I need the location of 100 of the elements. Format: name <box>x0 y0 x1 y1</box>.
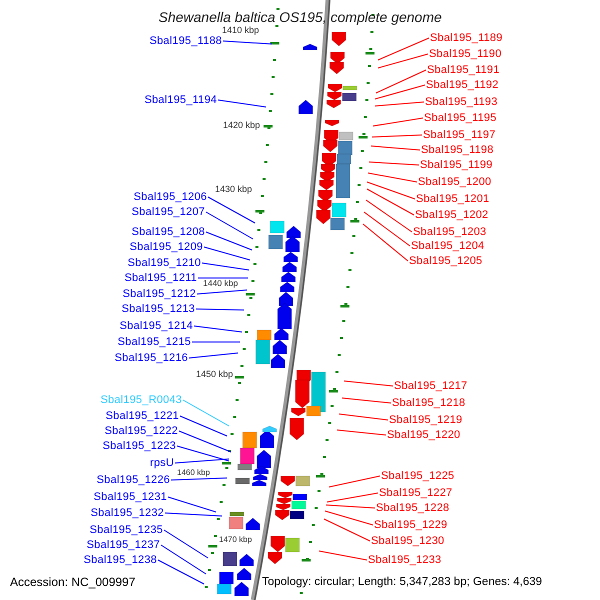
gene-label: Sbal195_1201 <box>416 192 490 206</box>
gene-label: Sbal195_1235 <box>90 523 163 537</box>
gene-label: Sbal195_1221 <box>106 409 179 423</box>
gene-label: Sbal195_1220 <box>387 428 460 442</box>
leader-line <box>368 162 420 166</box>
gene-label: Sbal195_1200 <box>418 175 492 189</box>
gene-label: Sbal195_1190 <box>429 47 502 61</box>
gene-label: Sbal195_1205 <box>409 254 482 268</box>
gene-label: Sbal195_1222 <box>104 424 178 438</box>
leader-line <box>194 326 242 332</box>
gene-label: Sbal195_1230 <box>371 534 444 548</box>
leader-line <box>174 458 230 464</box>
leader-line <box>324 518 370 542</box>
gene-label: Sbal195_1231 <box>94 490 167 504</box>
position-label: 1410 kbp <box>222 25 260 35</box>
leader-line <box>370 146 420 150</box>
gene-label: Sbal195_1227 <box>379 486 452 500</box>
leader-line <box>164 530 208 558</box>
gene-label: Sbal195_1198 <box>421 143 494 157</box>
leader-line <box>342 398 392 404</box>
gene-label: Sbal195_1209 <box>130 240 203 254</box>
leader-line <box>328 476 380 488</box>
position-label: 1430 kbp <box>215 184 252 194</box>
gene-label: Sbal195_1226 <box>96 473 170 487</box>
leader-line <box>206 212 254 240</box>
leader-line <box>368 172 418 182</box>
gene-label: Sbal195_1188 <box>149 34 222 48</box>
gene-label: Sbal195_1194 <box>144 93 217 107</box>
gene-label: Sbal195_1229 <box>374 518 448 532</box>
gene-label: Sbal195_1233 <box>368 553 442 567</box>
gene-label: Sbal195_1211 <box>124 271 197 285</box>
leader-line <box>204 246 250 260</box>
gene-label: Sbal195_R0043 <box>100 393 182 407</box>
leader-line <box>218 100 266 108</box>
position-label: 1440 kbp <box>203 278 238 288</box>
gene-label: Sbal195_1197 <box>423 128 496 142</box>
gene-label: Sbal195_1213 <box>122 302 195 316</box>
leader-line <box>336 430 386 436</box>
gene-label: Sbal195_1225 <box>381 469 454 483</box>
gene-label: Sbal195_1202 <box>415 208 488 222</box>
leader-line <box>326 504 376 508</box>
leader-line <box>206 232 252 250</box>
gene-label: Sbal195_1218 <box>392 396 466 410</box>
gene-label: rpsU <box>150 456 174 470</box>
gene-label: Sbal195_1228 <box>376 501 450 515</box>
gene-label: Sbal195_1212 <box>122 287 196 301</box>
leader-line <box>170 478 228 480</box>
gene-label: Sbal195_1210 <box>128 256 201 270</box>
gene-label: Sbal195_1232 <box>90 506 164 520</box>
genome-info: Topology: circular; Length: 5,347,283 bp; Genes: 4,639 <box>262 575 542 589</box>
position-label: 1450 kbp <box>196 369 234 379</box>
leader-line <box>318 550 368 560</box>
leader-line <box>164 512 222 516</box>
leader-line <box>176 446 230 462</box>
title: Shewanella baltica OS195, complete genome <box>158 10 442 24</box>
leader-line <box>372 118 424 126</box>
gene-label: Sbal195_1193 <box>425 95 498 109</box>
leader-line <box>372 134 422 138</box>
leader-line <box>196 308 244 310</box>
gene-label: Sbal195_1191 <box>427 63 500 77</box>
leader-line <box>202 262 250 270</box>
gene-label: Sbal195_1189 <box>430 31 503 45</box>
leader-line <box>366 200 412 232</box>
gene-label: Sbal195_1215 <box>118 335 191 349</box>
gene-label: Sbal195_1208 <box>132 225 205 239</box>
leader-line <box>344 380 394 386</box>
gene-label: Sbal195_1217 <box>394 379 468 393</box>
leader-line <box>366 188 414 216</box>
leader-line <box>366 182 416 200</box>
leader-line <box>326 492 378 502</box>
leader-line <box>222 40 272 44</box>
leader-line <box>188 352 238 358</box>
leader-line <box>374 102 424 106</box>
gene-label: Sbal195_1214 <box>120 319 193 333</box>
leader-line <box>362 224 408 262</box>
gene-label: Sbal195_1216 <box>114 351 188 365</box>
leader-line <box>158 560 204 584</box>
leader-line <box>378 54 428 68</box>
gene-label: Sbal195_1204 <box>411 239 484 253</box>
gene-label: Sbal195_1207 <box>132 205 205 219</box>
gene-label: Sbal195_1192 <box>426 78 499 92</box>
leader-line <box>178 430 232 452</box>
leader-line <box>338 414 388 420</box>
gene-label: Sbal195_1206 <box>134 190 207 204</box>
leader-line <box>374 84 426 100</box>
gene-label: Sbal195_1237 <box>86 538 160 552</box>
gene-label: Sbal195_1219 <box>389 413 462 427</box>
leader-line <box>160 544 206 574</box>
leader-line <box>196 290 248 294</box>
gene-label: Sbal195_1199 <box>420 158 493 172</box>
leader-line <box>364 212 410 246</box>
gene-label: Sbal195_1195 <box>424 111 497 125</box>
leader-line <box>168 496 216 512</box>
leader-line <box>180 416 228 436</box>
leader-line <box>324 510 374 526</box>
leader-line <box>182 400 230 426</box>
position-label: 1420 kbp <box>223 120 260 130</box>
leader-line <box>208 196 256 224</box>
gene-label: Sbal195_1238 <box>84 553 157 567</box>
gene-label: Sbal195_1203 <box>413 225 486 239</box>
